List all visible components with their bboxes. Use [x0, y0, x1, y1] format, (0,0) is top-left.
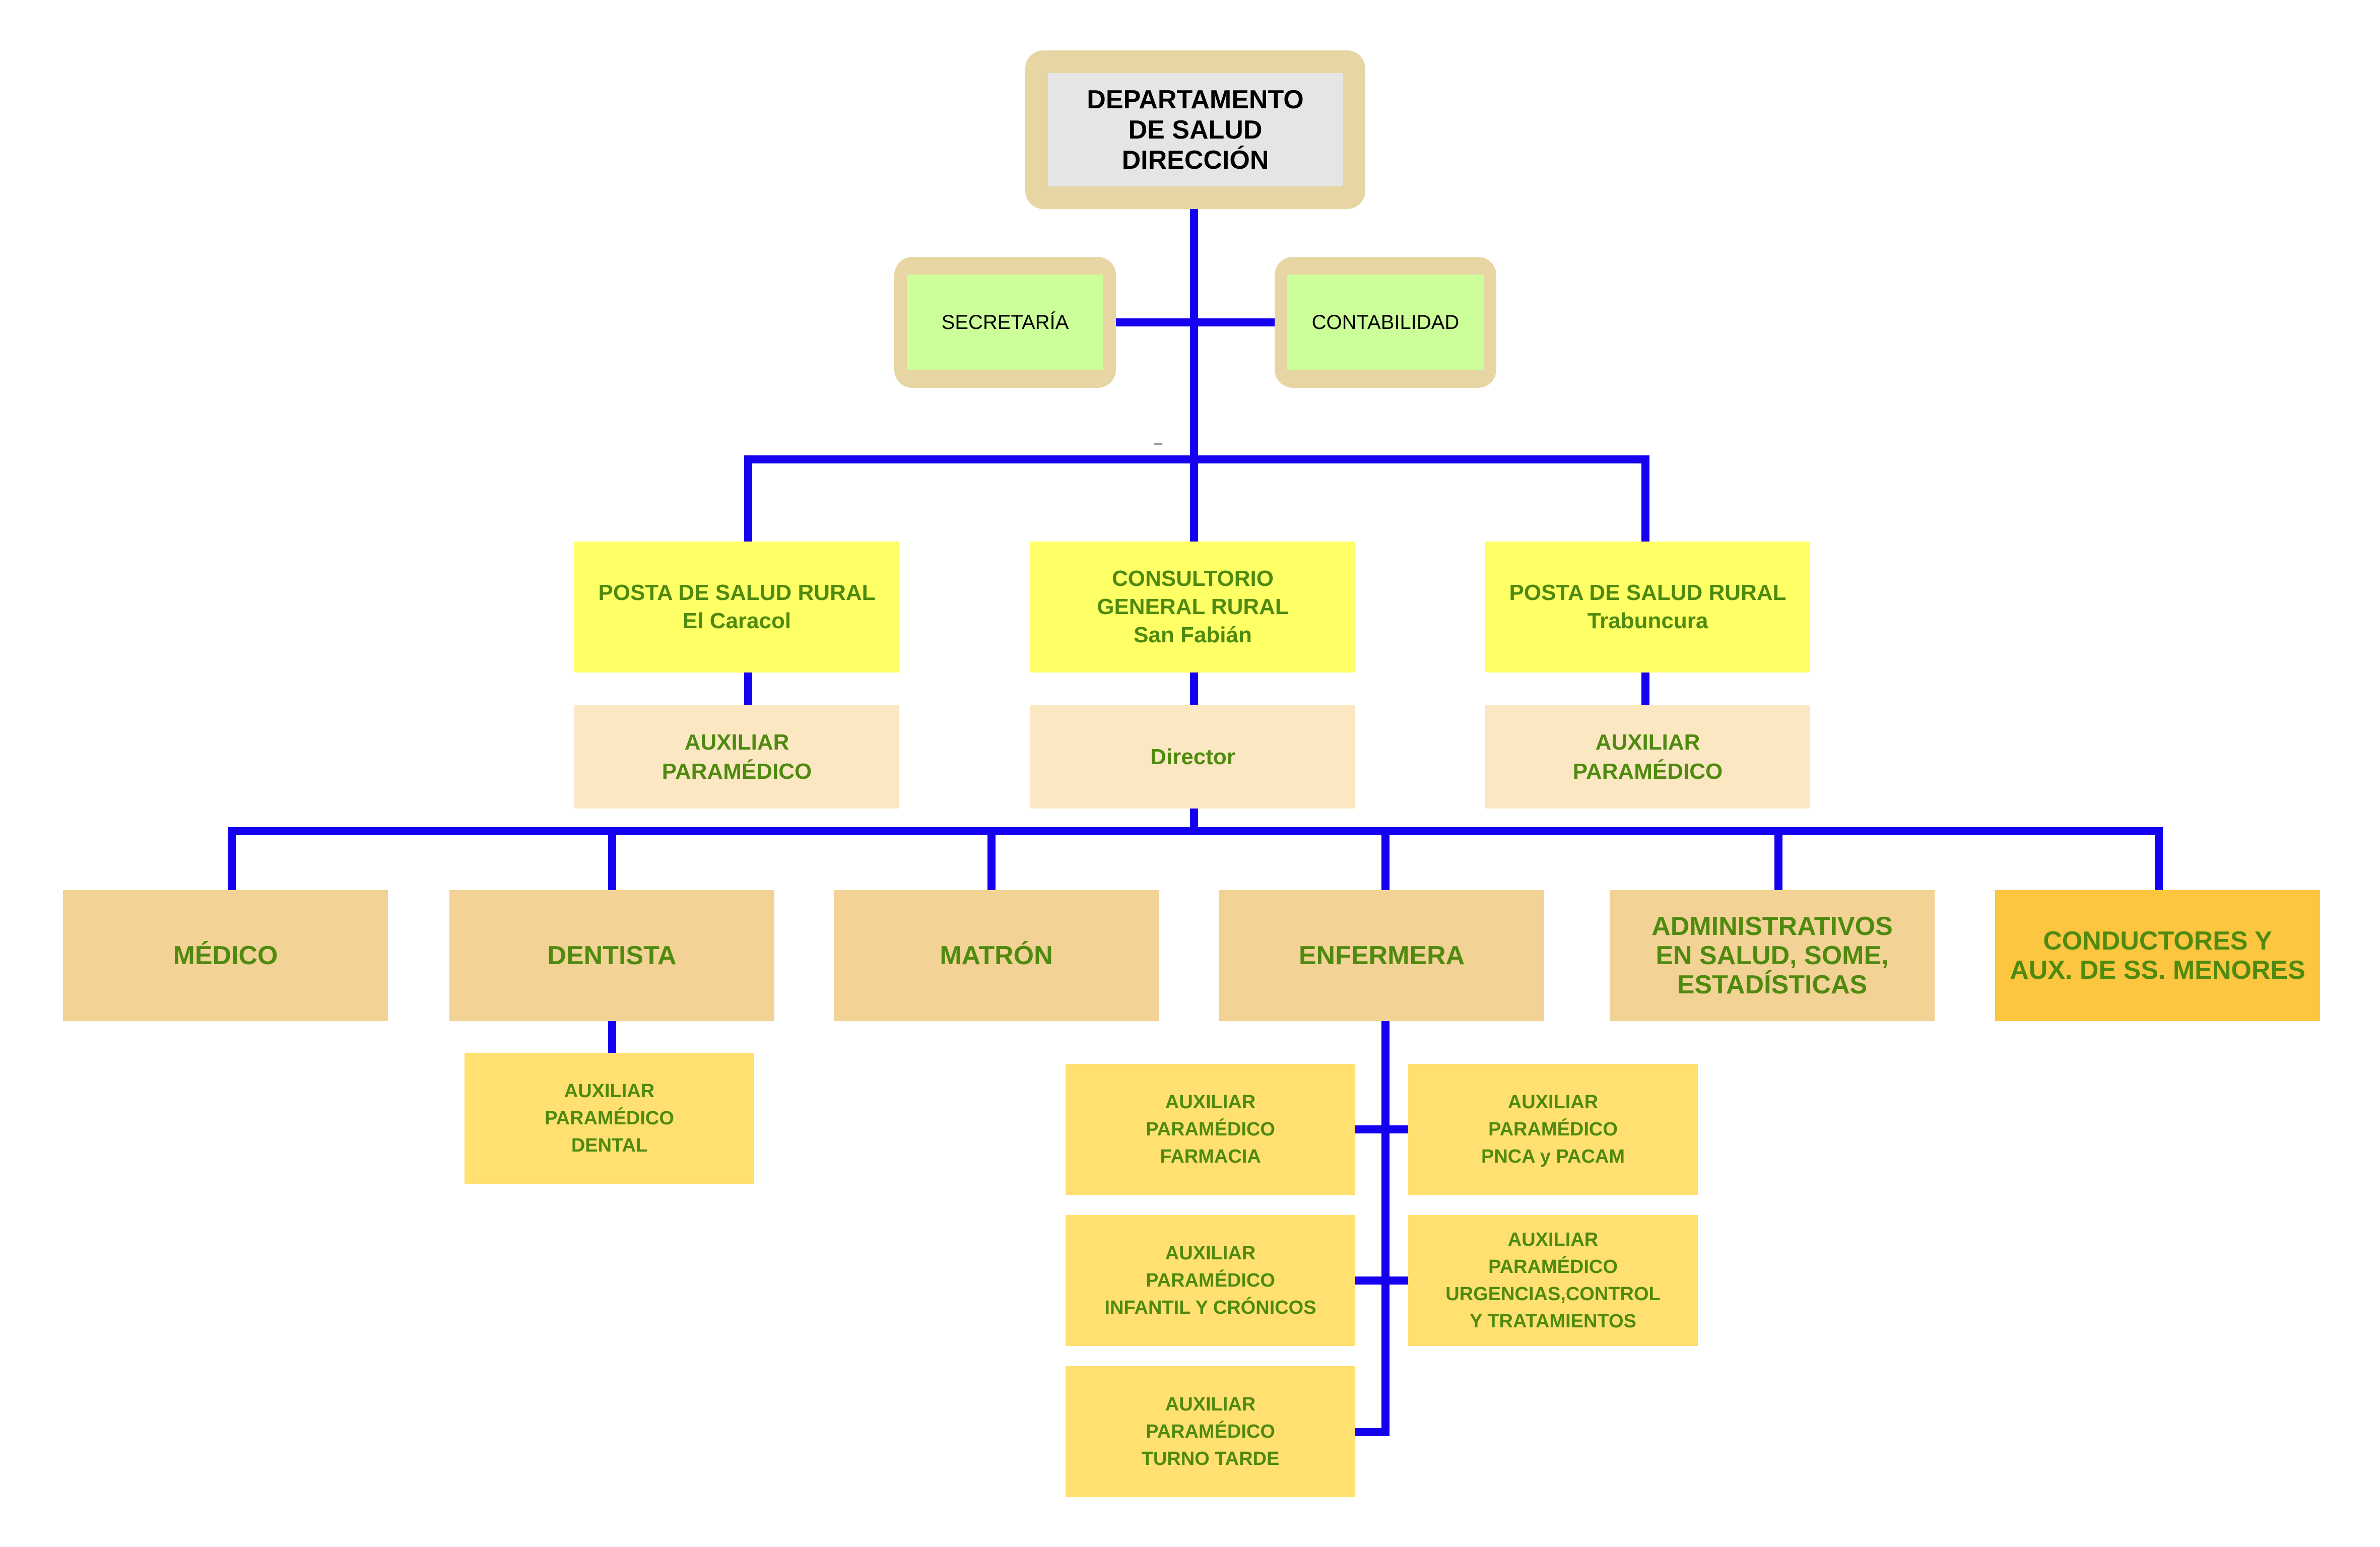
- aux-urgencias-label: AUXILIAR PARAMÉDICO URGENCIAS,CONTROL Y …: [1445, 1229, 1661, 1332]
- aux-turno-tarde: AUXILIAR PARAMÉDICO TURNO TARDE: [1066, 1366, 1355, 1497]
- facility-san-fabian-label: CONSULTORIO GENERAL RURAL San Fabián: [1097, 566, 1289, 647]
- aux-farmacia: AUXILIAR PARAMÉDICO FARMACIA: [1066, 1064, 1355, 1195]
- facility-trabuncura: POSTA DE SALUD RURAL Trabuncura: [1485, 542, 1810, 672]
- aux-pnca-pacam-label: AUXILIAR PARAMÉDICO PNCA y PACAM: [1481, 1092, 1625, 1167]
- role-administrativos-label: ADMINISTRATIVOS EN SALUD, SOME, ESTADÍST…: [1651, 912, 1893, 999]
- role-administrativos: ADMINISTRATIVOS EN SALUD, SOME, ESTADÍST…: [1610, 890, 1935, 1021]
- role-matron-label: MATRÓN: [940, 941, 1053, 970]
- role-conductores-label: CONDUCTORES Y AUX. DE SS. MENORES: [2010, 926, 2305, 985]
- role-medico: MÉDICO: [63, 890, 388, 1021]
- contabilidad-frame: CONTABILIDAD: [1275, 257, 1496, 388]
- aux-pnca-pacam: AUXILIAR PARAMÉDICO PNCA y PACAM: [1408, 1064, 1698, 1195]
- el-caracol-auxiliar: AUXILIAR PARAMÉDICO: [574, 705, 899, 809]
- trabuncura-auxiliar: AUXILIAR PARAMÉDICO: [1485, 705, 1810, 809]
- facility-san-fabian: CONSULTORIO GENERAL RURAL San Fabián: [1030, 542, 1355, 672]
- role-matron: MATRÓN: [834, 890, 1159, 1021]
- role-enfermera: ENFERMERA: [1219, 890, 1544, 1021]
- aux-dental-label: AUXILIAR PARAMÉDICO DENTAL: [545, 1081, 674, 1156]
- contabilidad-label: CONTABILIDAD: [1311, 311, 1460, 333]
- aux-infantil-cronicos: AUXILIAR PARAMÉDICO INFANTIL Y CRÓNICOS: [1066, 1215, 1355, 1346]
- role-enfermera-label: ENFERMERA: [1298, 941, 1465, 970]
- department-director-box: DEPARTAMENTO DE SALUD DIRECCIÓN: [1048, 73, 1343, 186]
- department-director-label: DEPARTAMENTO DE SALUD DIRECCIÓN: [1087, 85, 1304, 175]
- role-conductores: CONDUCTORES Y AUX. DE SS. MENORES: [1995, 890, 2320, 1021]
- facility-el-caracol: POSTA DE SALUD RURAL El Caracol: [574, 542, 899, 672]
- role-dentista-label: DENTISTA: [547, 941, 677, 970]
- el-caracol-auxiliar-label: AUXILIAR PARAMÉDICO: [662, 729, 812, 784]
- san-fabian-director: Director: [1030, 705, 1355, 809]
- aux-turno-tarde-label: AUXILIAR PARAMÉDICO TURNO TARDE: [1141, 1394, 1280, 1469]
- secretaria-box: SECRETARÍA: [907, 275, 1103, 370]
- san-fabian-director-label: Director: [1150, 744, 1235, 769]
- trabuncura-auxiliar-label: AUXILIAR PARAMÉDICO: [1572, 729, 1723, 784]
- aux-farmacia-label: AUXILIAR PARAMÉDICO FARMACIA: [1146, 1092, 1275, 1167]
- facility-el-caracol-label: POSTA DE SALUD RURAL El Caracol: [598, 580, 876, 633]
- secretaria-label: SECRETARÍA: [941, 311, 1069, 333]
- facility-trabuncura-label: POSTA DE SALUD RURAL Trabuncura: [1509, 580, 1787, 633]
- contabilidad-box: CONTABILIDAD: [1287, 275, 1484, 370]
- department-director-frame: DEPARTAMENTO DE SALUD DIRECCIÓN: [1025, 50, 1365, 209]
- role-medico-label: MÉDICO: [173, 941, 278, 970]
- stray-dash-mark: [1154, 443, 1162, 445]
- aux-dental: AUXILIAR PARAMÉDICO DENTAL: [465, 1053, 754, 1184]
- aux-urgencias: AUXILIAR PARAMÉDICO URGENCIAS,CONTROL Y …: [1408, 1215, 1698, 1346]
- secretaria-frame: SECRETARÍA: [894, 257, 1116, 388]
- aux-infantil-cronicos-label: AUXILIAR PARAMÉDICO INFANTIL Y CRÓNICOS: [1104, 1243, 1316, 1318]
- role-dentista: DENTISTA: [449, 890, 774, 1021]
